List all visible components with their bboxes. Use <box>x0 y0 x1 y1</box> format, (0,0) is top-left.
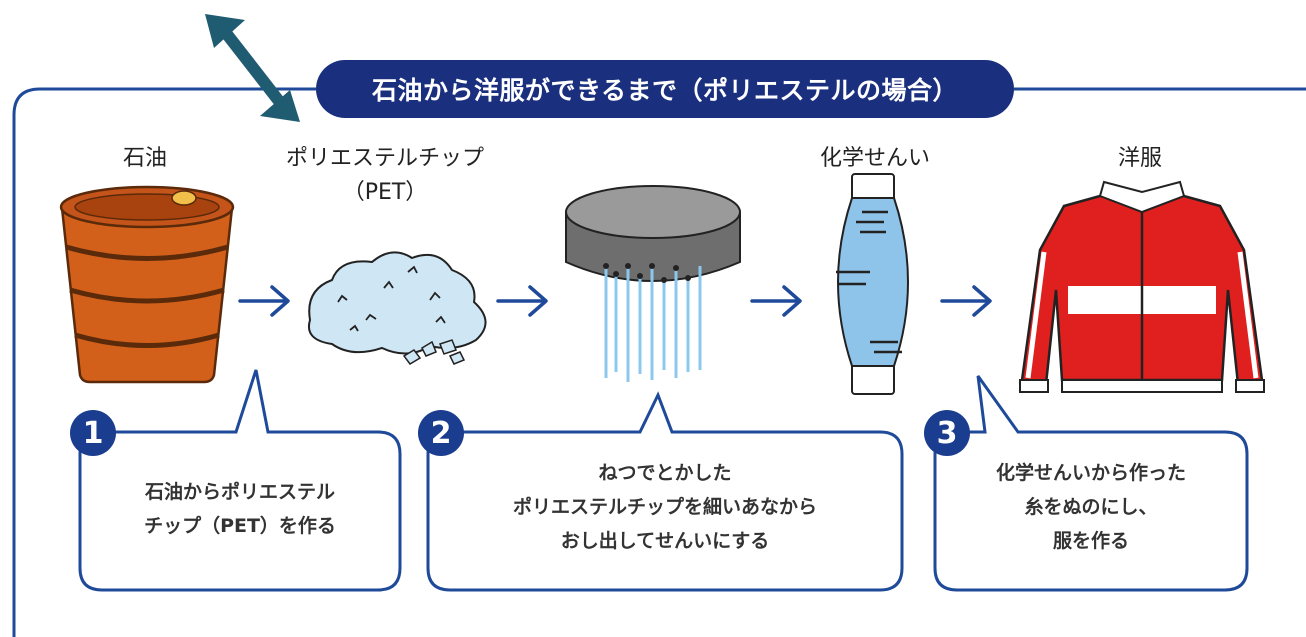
right-arrow-icon <box>238 285 992 317</box>
double-arrow-icon <box>205 14 300 122</box>
step-2-text: ねつでとかした ポリエステルチップを細いあなから おし出してせんいにする <box>428 456 902 558</box>
step-2-line-3: おし出してせんいにする <box>560 530 770 552</box>
spinneret-icon <box>565 185 741 382</box>
step-3-line-1: 化学せんいから作った <box>995 462 1186 484</box>
stage-label-clothes: 洋服 <box>1117 146 1162 171</box>
stage-label-oil: 石油 <box>122 146 167 171</box>
pet-chips-icon <box>308 251 487 365</box>
step-1-badge: 1 <box>70 410 116 456</box>
step-3-badge: 3 <box>924 410 970 456</box>
step-3-line-2: 糸をぬのにし、 <box>1024 496 1158 518</box>
stage-label-fiber: 化学せんい <box>819 146 930 171</box>
barrel-icon <box>59 185 235 384</box>
fiber-bobbin-icon <box>836 173 909 395</box>
stage-label-chip: ポリエステルチップ <box>285 146 484 171</box>
step-1-line-2: チップ（PET）を作る <box>144 515 336 537</box>
diagram-title: 石油から洋服ができるまで（ポリエステルの場合） <box>316 60 1014 118</box>
step-1-text: 石油からポリエステル チップ（PET）を作る <box>80 475 400 543</box>
step-3-line-3: 服を作る <box>1052 530 1129 552</box>
step-2-line-1: ねつでとかした <box>598 462 732 484</box>
stage-label-chip-sub: （PET） <box>342 180 428 205</box>
step-1-line-1: 石油からポリエステル <box>144 481 335 503</box>
jacket-icon <box>1019 180 1265 393</box>
step-2-badge: 2 <box>418 410 464 456</box>
step-2-line-2: ポリエステルチップを細いあなから <box>512 496 817 518</box>
step-3-text: 化学せんいから作った 糸をぬのにし、 服を作る <box>935 456 1247 558</box>
